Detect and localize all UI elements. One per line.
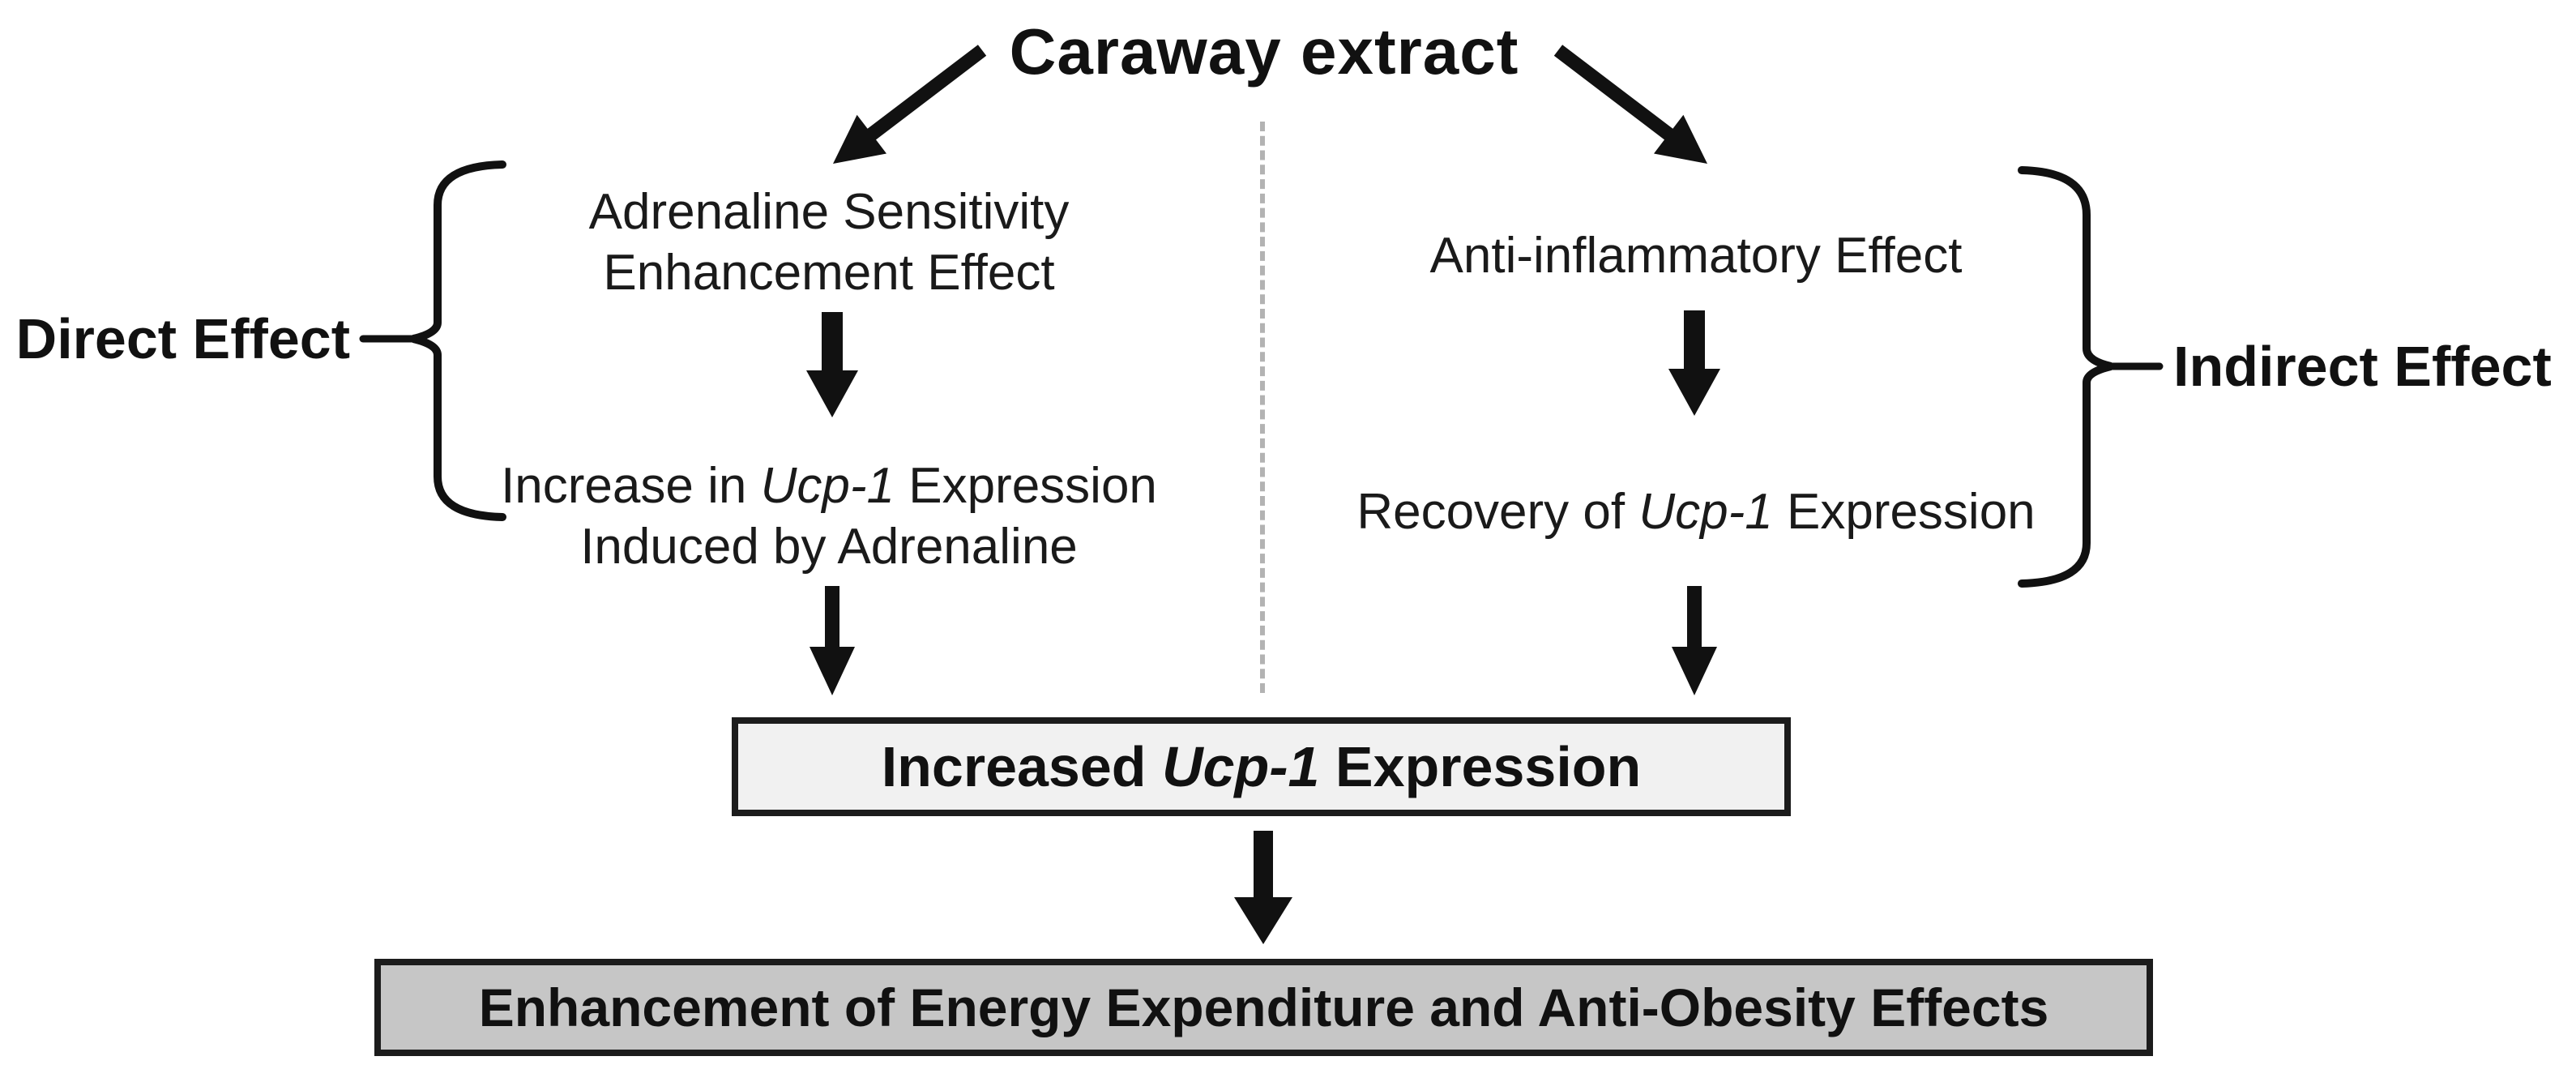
left-step2-line2: Induced by Adrenaline: [580, 519, 1078, 575]
left-step1-text: Adrenaline Sensitivity Enhancement Effec…: [464, 182, 1194, 303]
box1-text: Increased Ucp-1 Expression: [882, 734, 1642, 799]
increased-ucp1-expression-box: Increased Ucp-1 Expression: [732, 717, 1791, 816]
ucp1-gene-italic: Ucp-1: [1162, 735, 1320, 798]
down-arrow-right-branch-icon: [1668, 310, 1720, 416]
left-brace-icon: [359, 160, 506, 521]
left-step1-line2: Enhancement Effect: [603, 245, 1055, 301]
energy-expenditure-anti-obesity-box: Enhancement of Energy Expenditure and An…: [374, 959, 2153, 1056]
left-step2-line1: Increase in Ucp-1 Expression: [424, 455, 1234, 516]
right-step1-text: Anti-inflammatory Effect: [1429, 228, 1963, 284]
diagonal-arrow-left-icon: [833, 45, 987, 165]
right-step2-text: Recovery of Ucp-1 Expression: [1291, 481, 2101, 542]
thin-down-arrow-right-icon: [1672, 586, 1717, 695]
box1-pre: Increased: [881, 735, 1162, 798]
right-step2-post: Expression: [1772, 484, 2036, 540]
direct-effect-label: Direct Effect: [15, 307, 350, 370]
ucp1-gene-italic: Ucp-1: [1638, 484, 1773, 540]
down-arrow-final-icon: [1234, 831, 1292, 944]
left-step2-post: Expression: [894, 458, 1157, 514]
diagram-title: Caraway extract: [1009, 15, 1519, 88]
left-step2-text: Increase in Ucp-1 Expression Induced by …: [424, 455, 1234, 577]
box1-post: Expression: [1319, 735, 1642, 798]
indirect-effect-label: Indirect Effect: [2173, 335, 2552, 398]
center-dashed-divider: [1260, 122, 1265, 693]
thin-down-arrow-left-icon: [810, 586, 855, 695]
left-step1-line1: Adrenaline Sensitivity: [588, 184, 1070, 240]
down-arrow-left-branch-icon: [806, 312, 858, 417]
ucp1-gene-italic: Ucp-1: [760, 458, 895, 514]
right-brace-icon: [2018, 166, 2164, 588]
box2-text: Enhancement of Energy Expenditure and An…: [478, 977, 2049, 1037]
diagonal-arrow-right-icon: [1553, 45, 1707, 165]
left-step2-pre: Increase in: [501, 458, 761, 514]
right-step2-pre: Recovery of: [1356, 484, 1639, 540]
